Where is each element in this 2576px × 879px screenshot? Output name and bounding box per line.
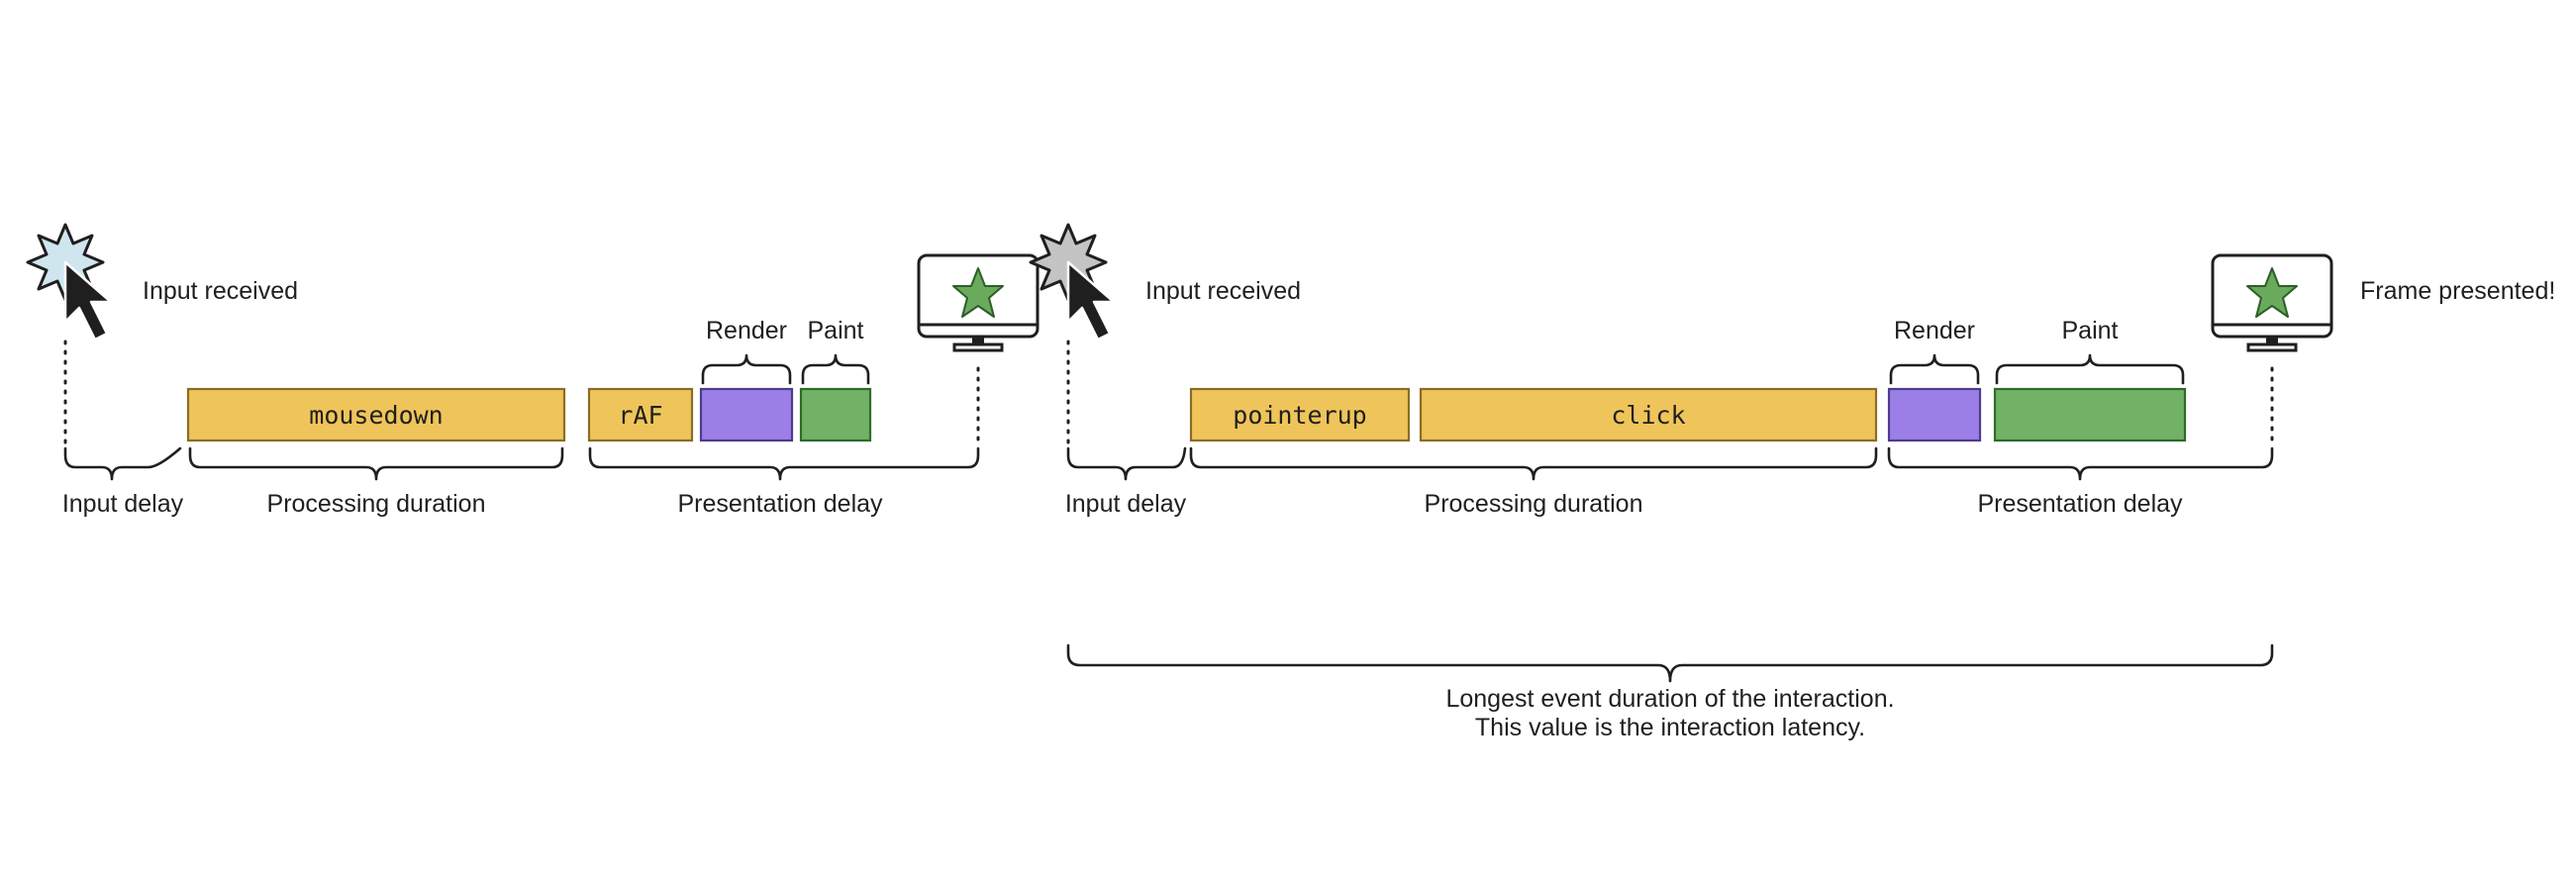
raf-event-label: rAF	[618, 401, 662, 430]
render-label: Render	[706, 317, 787, 344]
mousedown-event-label: mousedown	[309, 401, 443, 430]
presentation-delay-label: Presentation delay	[677, 490, 883, 518]
summary-line-1: Longest event duration of the interactio…	[1445, 685, 1894, 713]
monitor-star-icon	[917, 253, 1040, 352]
processing-brace	[1189, 446, 1878, 481]
input-delay-brace	[63, 446, 182, 481]
input-delay-brace	[1066, 446, 1187, 481]
render-brace	[701, 353, 792, 385]
paint-brace	[1995, 353, 2185, 385]
monitor-star-icon	[2211, 253, 2333, 352]
cursor-click-burst-icon	[26, 223, 113, 342]
click-event-box	[1419, 387, 1878, 442]
mousedown-event-box	[186, 387, 566, 442]
processing-brace	[188, 446, 564, 481]
presentation-brace	[1887, 446, 2274, 481]
click-event-label: click	[1611, 401, 1685, 430]
interaction-latency-brace	[1066, 643, 2274, 683]
presentation-brace	[588, 446, 980, 481]
pointerup-event-box	[1189, 387, 1411, 442]
frame-presented-label: Frame presented!	[2360, 277, 2555, 305]
render-box	[699, 387, 794, 442]
paint-box	[799, 387, 872, 442]
paint-box	[1993, 387, 2187, 442]
summary-line-2: This value is the interaction latency.	[1475, 714, 1865, 741]
interaction-1: Input received mousedown rAF Render Pain…	[26, 223, 1040, 518]
input-received-label: Input received	[1145, 277, 1301, 305]
processing-duration-label: Processing duration	[267, 490, 486, 518]
cursor-click-burst-icon	[1029, 223, 1116, 342]
raf-event-box	[587, 387, 694, 442]
input-received-label: Input received	[143, 277, 298, 305]
paint-brace	[801, 353, 870, 385]
paint-label: Paint	[808, 317, 864, 344]
input-delay-label: Input delay	[1065, 490, 1187, 518]
paint-label: Paint	[2062, 317, 2119, 344]
pointerup-event-label: pointerup	[1233, 401, 1366, 430]
interaction-2: Input received pointerup click Render Pa…	[1029, 223, 2555, 741]
presentation-delay-label: Presentation delay	[1977, 490, 2183, 518]
processing-duration-label: Processing duration	[1425, 490, 1643, 518]
render-brace	[1889, 353, 1980, 385]
render-label: Render	[1894, 317, 1975, 344]
input-delay-label: Input delay	[62, 490, 184, 518]
render-box	[1887, 387, 1982, 442]
